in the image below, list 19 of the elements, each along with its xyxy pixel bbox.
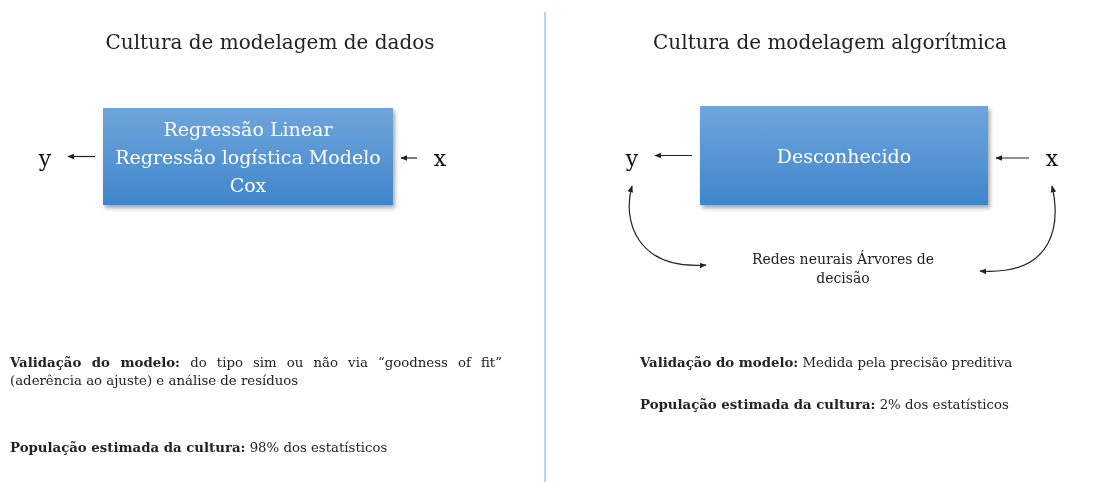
variable-label: y xyxy=(617,140,647,176)
arrow xyxy=(67,153,96,160)
arrow xyxy=(400,155,418,161)
method-label: Redes neurais Árvores de decisão xyxy=(748,246,938,292)
variable-label: x xyxy=(425,140,455,176)
note-text: População estimada da cultura: 2% dos estatísticos xyxy=(640,396,1010,414)
arrow xyxy=(995,155,1030,161)
variable-label: y xyxy=(30,140,60,176)
note-text: Validação do modelo: do tipo sim ou não via “goodness of fit” (aderência ao ajuste) e análise de resíduos xyxy=(10,354,502,390)
note-text: Validação do modelo: Medida pela precisão preditiva xyxy=(640,354,1014,372)
process-box: Desconhecido xyxy=(700,106,988,205)
arrow xyxy=(654,152,693,159)
arrow xyxy=(627,185,707,268)
process-box: Regressão Linear Regressão logística Modelo Cox xyxy=(103,108,393,205)
variable-label: x xyxy=(1037,140,1067,176)
arrow xyxy=(979,185,1056,274)
note-text: População estimada da cultura: 98% dos estatísticos xyxy=(10,439,389,457)
section-title: Cultura de modelagem algorítmica xyxy=(652,30,1008,54)
section-title: Cultura de modelagem de dados xyxy=(104,30,436,54)
